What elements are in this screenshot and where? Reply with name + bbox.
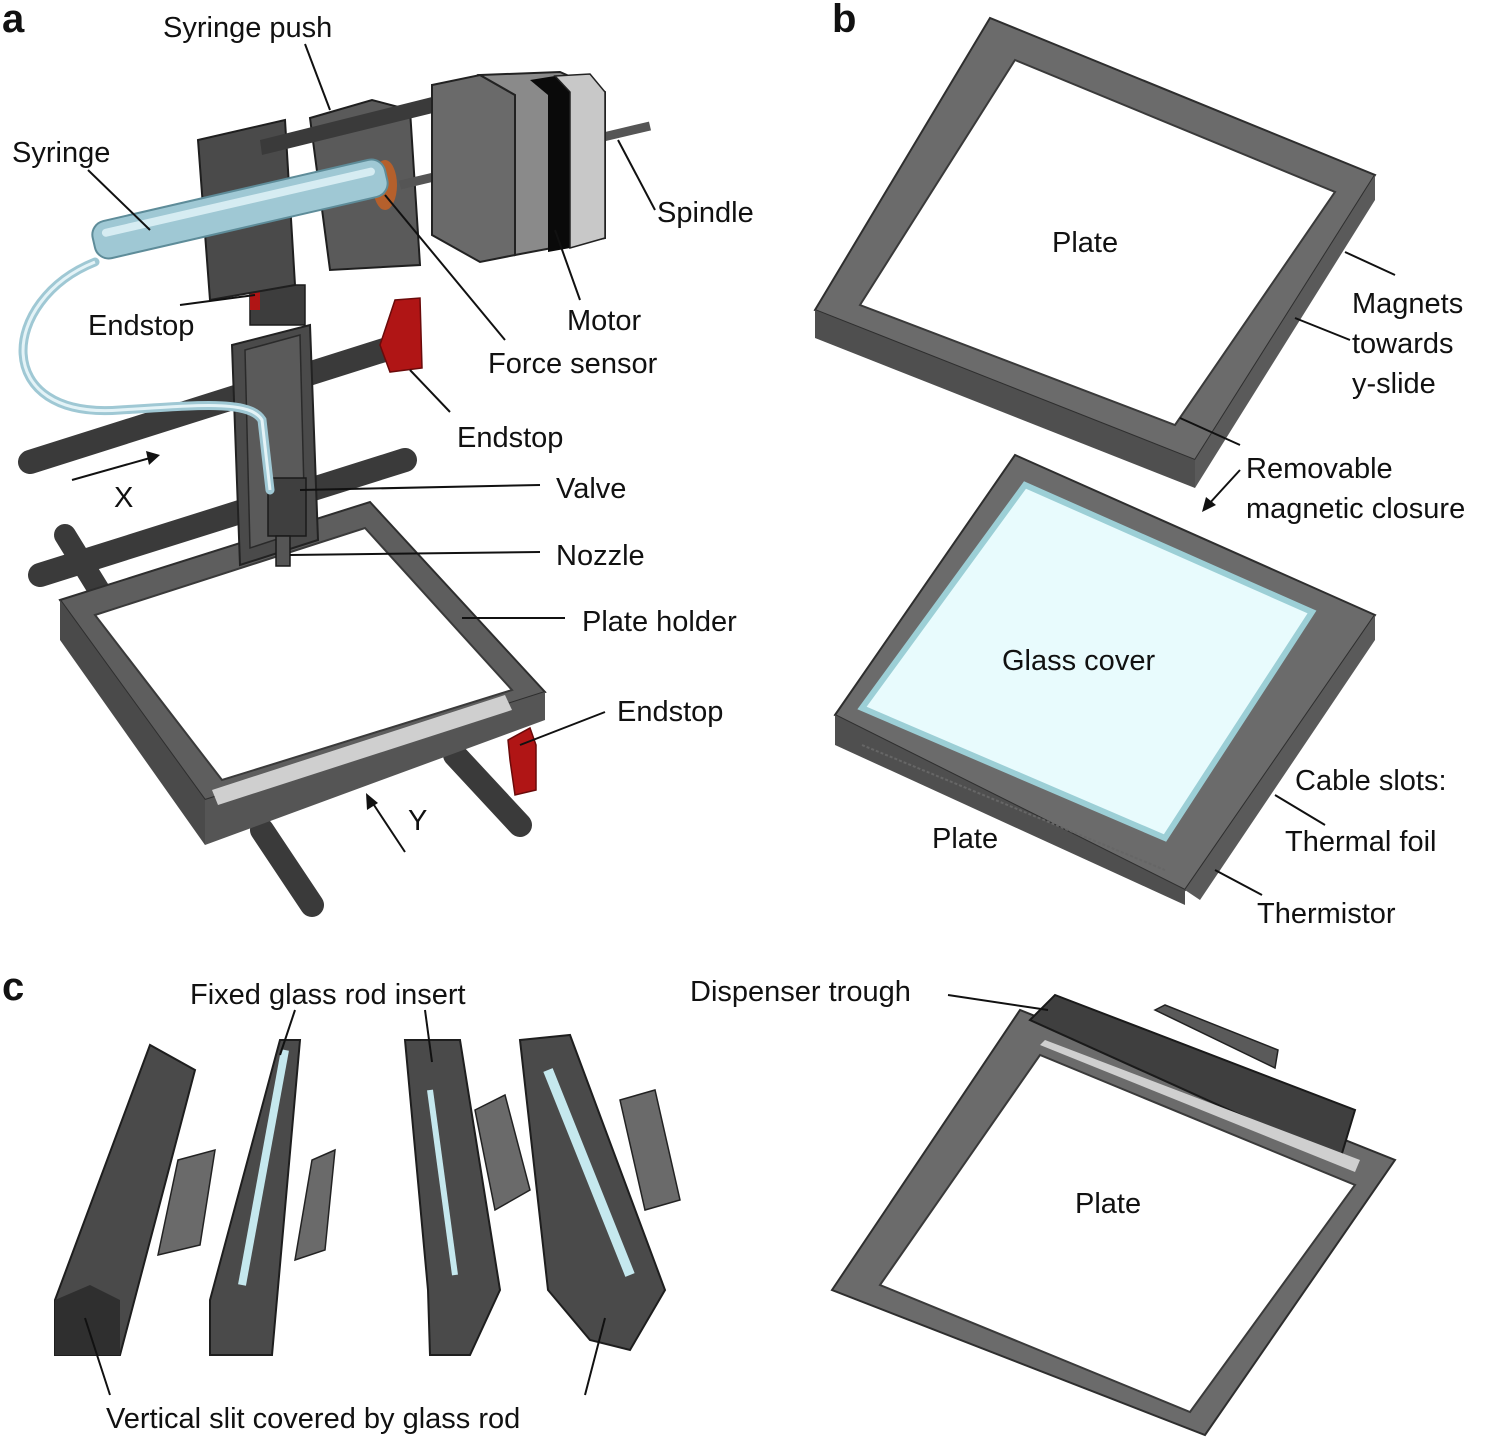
b-plate-side-right-top bbox=[1195, 175, 1375, 488]
rod-2-tab bbox=[294, 1148, 336, 1262]
label-syringe-push: Syringe push bbox=[163, 12, 332, 44]
label-b-plate-top: Plate bbox=[1052, 227, 1118, 259]
label-cable-slots: Cable slots: bbox=[1295, 765, 1447, 797]
label-x-axis: X bbox=[114, 482, 133, 514]
label-valve: Valve bbox=[556, 473, 626, 505]
leader-valve bbox=[299, 484, 541, 491]
label-endstop-mid: Endstop bbox=[457, 422, 563, 454]
leader-endstop-mid bbox=[409, 369, 451, 413]
leader-removable bbox=[1179, 417, 1241, 446]
label-endstop-top: Endstop bbox=[88, 310, 194, 342]
label-glass-cover: Glass cover bbox=[1002, 645, 1155, 677]
leader-fixed-glass-rod-2 bbox=[424, 1009, 433, 1063]
label-thermal-foil: Thermal foil bbox=[1285, 826, 1437, 858]
panel-letter-c: c bbox=[2, 965, 24, 1009]
panel-b: b Plate Magnets towards y-slide Removabl… bbox=[813, 0, 1465, 930]
removable-arrowhead bbox=[1202, 497, 1216, 512]
plate-holder-track bbox=[212, 695, 512, 805]
rod-1-face bbox=[55, 1285, 120, 1355]
x-rail-front bbox=[28, 448, 417, 587]
leader-vertical-slit-2 bbox=[584, 1317, 606, 1396]
rod-4-tab bbox=[619, 1089, 681, 1211]
panel-c: c Fixed glass rod insert Vertical slit c… bbox=[2, 965, 1397, 1437]
rod-3-glass bbox=[427, 1089, 458, 1276]
b-plate-side-top bbox=[815, 310, 1195, 488]
leader-thermistor bbox=[1214, 869, 1263, 896]
label-removable-1: Removable bbox=[1246, 453, 1393, 485]
leader-syringe-push bbox=[304, 43, 331, 111]
rod-3-tab bbox=[474, 1093, 531, 1212]
label-thermistor: Thermistor bbox=[1257, 898, 1396, 930]
label-magnets-3: y-slide bbox=[1352, 368, 1436, 400]
rod-3-body bbox=[403, 1039, 502, 1356]
x-axis-arrow bbox=[71, 457, 151, 481]
endstop-bottom-part bbox=[507, 726, 537, 796]
label-vertical-slit: Vertical slit covered by glass rod bbox=[106, 1403, 520, 1435]
y-rail-left-low bbox=[250, 818, 324, 917]
syringe-highlight bbox=[101, 167, 375, 237]
y-rail-right-low bbox=[443, 743, 532, 837]
label-nozzle: Nozzle bbox=[556, 540, 645, 572]
b-cover-side-right bbox=[1185, 615, 1375, 900]
rod-2-glass bbox=[238, 1049, 289, 1286]
label-syringe: Syringe bbox=[12, 137, 110, 169]
syringe-tube-core bbox=[21, 260, 272, 491]
panel-letter-b: b bbox=[832, 0, 856, 41]
leader-force-sensor bbox=[384, 194, 506, 341]
motor-front bbox=[431, 73, 516, 264]
x-axis-arrowhead bbox=[146, 451, 160, 465]
motor-band bbox=[530, 76, 570, 252]
plate-holder-inner bbox=[93, 526, 514, 782]
dispenser-trough-strip bbox=[1040, 1040, 1360, 1172]
label-fixed-glass-rod: Fixed glass rod insert bbox=[190, 979, 466, 1011]
endstop-mid-part bbox=[379, 297, 423, 373]
y-axis-arrow bbox=[371, 801, 406, 853]
label-spindle: Spindle bbox=[657, 197, 754, 229]
label-endstop-bottom: Endstop bbox=[617, 696, 723, 728]
label-c-plate: Plate bbox=[1075, 1188, 1141, 1220]
leader-vertical-slit-1 bbox=[84, 1317, 111, 1396]
panel-letter-a: a bbox=[2, 0, 25, 41]
c-plate-inner bbox=[878, 1053, 1357, 1414]
leader-nozzle bbox=[289, 551, 541, 556]
leader-endstop-top bbox=[179, 294, 256, 306]
label-motor: Motor bbox=[567, 305, 641, 337]
label-force-sensor: Force sensor bbox=[488, 348, 658, 380]
dispenser-trough-lid bbox=[1153, 1004, 1279, 1070]
label-dispenser-trough: Dispenser trough bbox=[690, 976, 911, 1008]
leader-thermal-foil bbox=[1274, 794, 1326, 826]
plate-holder-side bbox=[60, 600, 205, 845]
leader-magnets-2 bbox=[1294, 317, 1351, 341]
pump-rail-top bbox=[260, 95, 445, 155]
leader-dispenser-trough bbox=[947, 994, 1049, 1011]
panel-a: a Syringe push Syringe Spindle Endstop M… bbox=[2, 0, 754, 917]
rod-4-glass bbox=[543, 1068, 635, 1277]
glass-cover-pane bbox=[857, 481, 1317, 842]
label-y-axis: Y bbox=[408, 805, 427, 837]
leader-endstop-bottom bbox=[519, 711, 606, 746]
motor-light bbox=[553, 73, 606, 249]
rod-1-tab bbox=[157, 1148, 216, 1257]
leader-motor bbox=[554, 229, 581, 301]
nozzle-part bbox=[275, 535, 291, 567]
leader-spindle bbox=[617, 139, 656, 211]
label-plate-holder: Plate holder bbox=[582, 606, 737, 638]
label-magnets-2: towards bbox=[1352, 328, 1454, 360]
plate-holder-front bbox=[205, 692, 545, 845]
leader-syringe bbox=[87, 169, 151, 231]
b-plate-inner-top bbox=[858, 58, 1337, 427]
leader-removable-2 bbox=[1207, 469, 1241, 506]
endstop-top-red bbox=[250, 290, 260, 310]
label-removable-2: magnetic closure bbox=[1246, 493, 1465, 525]
leader-fixed-glass-rod-1 bbox=[279, 1009, 296, 1056]
b-cover-side bbox=[835, 715, 1185, 905]
leader-magnets bbox=[1344, 251, 1396, 276]
y-axis-arrowhead bbox=[366, 793, 378, 810]
label-magnets-1: Magnets bbox=[1352, 288, 1463, 320]
label-b-plate-bottom: Plate bbox=[932, 823, 998, 855]
